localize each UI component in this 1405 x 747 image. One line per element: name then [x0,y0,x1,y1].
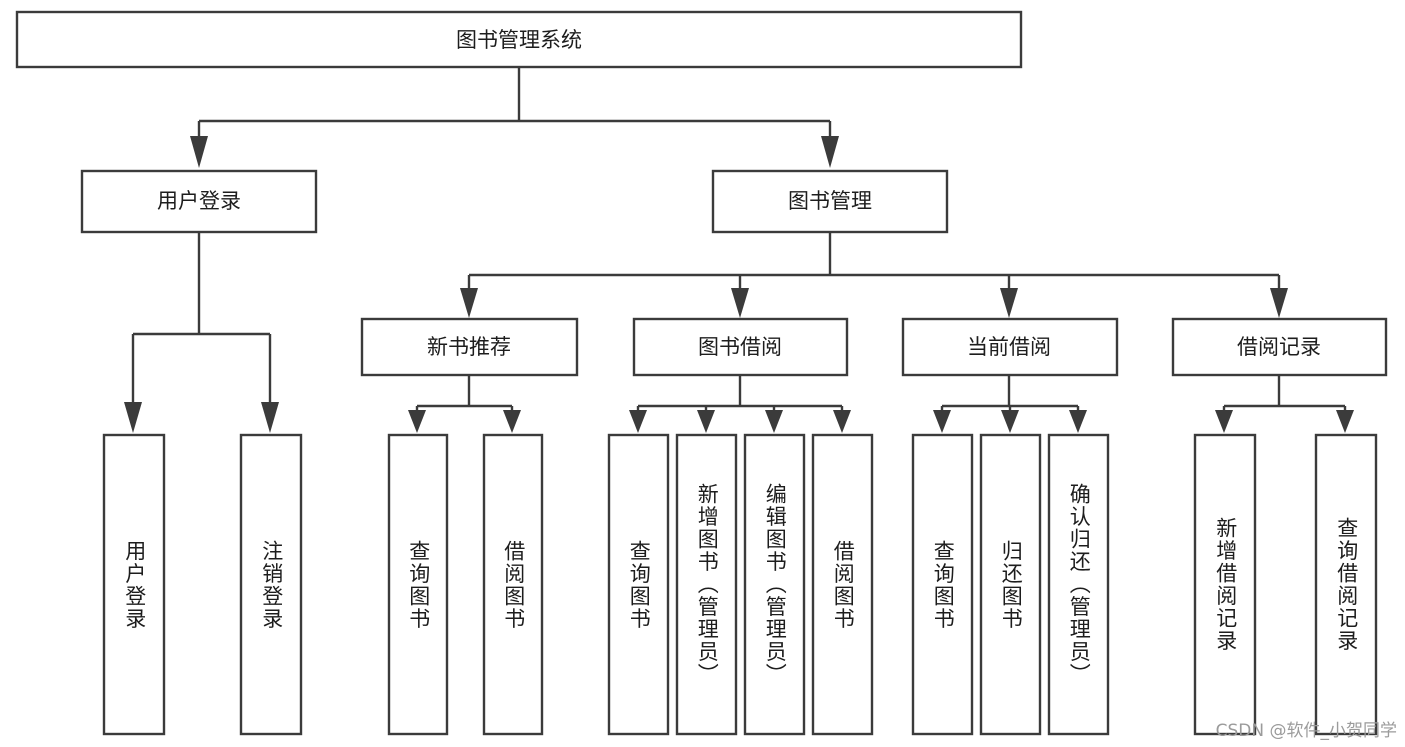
node-book-borrow-label: 图书借阅 [698,335,782,359]
arrow-head-leaf-book-borrow-1 [629,410,647,433]
node-leaf-borrow-record-1[interactable] [1193,433,1257,736]
node-leaf-new-book-2[interactable] [482,433,544,736]
node-leaf-current-borrow-1[interactable] [911,433,974,736]
arrow-head-leaf-new-book-2 [503,410,521,433]
node-user-login[interactable] [80,169,318,234]
node-leaf-user-login-2[interactable] [239,433,303,736]
arrow-head-book-borrow [731,288,749,318]
node-new-book-recommend[interactable] [360,317,579,377]
arrow-head-borrow-record [1270,288,1288,318]
node-leaf-book-borrow-2[interactable] [675,433,738,736]
arrow-head-leaf-book-borrow-4 [833,410,851,433]
node-leaf-current-borrow-2[interactable] [979,433,1042,736]
arrow-head-leaf-new-book-1 [408,410,426,433]
arrow-head-leaf-current-borrow-2 [1001,410,1019,433]
node-user-login-label: 用户登录 [157,189,241,213]
arrow-head-leaf-user-login-1 [124,402,142,433]
csdn-watermark: CSDN @软件_小贺同学 [1215,721,1397,741]
connector-group-new-book-recommend [408,375,521,433]
node-leaf-user-login-1[interactable] [102,433,166,736]
node-leaf-new-book-1[interactable] [387,433,449,736]
arrow-head-leaf-book-borrow-2 [697,410,715,433]
node-book-borrow[interactable] [632,317,849,377]
node-book-manage[interactable] [711,169,949,234]
arrow-head-user-login [190,136,208,168]
connector-group-book-borrow [629,375,851,433]
arrow-head-new-book-recommend [460,288,478,318]
connector-group-user-login [124,232,279,433]
arrow-head-leaf-borrow-record-1 [1215,410,1233,433]
connector-group-root [190,67,839,168]
node-current-borrow-label: 当前借阅 [967,335,1051,359]
arrow-head-leaf-user-login-2 [261,402,279,433]
node-root-system[interactable] [15,10,1023,69]
node-current-borrow[interactable] [901,317,1119,377]
node-leaf-book-borrow-3[interactable] [743,433,806,736]
arrow-head-current-borrow [1000,288,1018,318]
node-leaf-current-borrow-3[interactable] [1047,433,1110,736]
node-book-manage-label: 图书管理 [788,189,872,213]
connector-group-borrow-record [1215,375,1354,433]
node-root-system-label: 图书管理系统 [456,28,582,52]
arrow-head-book-manage [821,136,839,168]
connector-group-book-manage [460,232,1288,318]
node-borrow-record-label: 借阅记录 [1237,335,1321,359]
arrow-head-leaf-current-borrow-1 [933,410,951,433]
node-leaf-book-borrow-4[interactable] [811,433,874,736]
connector-group-current-borrow [933,375,1087,433]
node-leaf-borrow-record-2[interactable] [1314,433,1378,736]
arrow-head-leaf-borrow-record-2 [1336,410,1354,433]
node-new-book-recommend-label: 新书推荐 [427,335,511,359]
arrow-head-leaf-current-borrow-3 [1069,410,1087,433]
node-leaf-book-borrow-1[interactable] [607,433,670,736]
arrow-head-leaf-book-borrow-3 [765,410,783,433]
node-borrow-record[interactable] [1171,317,1388,377]
